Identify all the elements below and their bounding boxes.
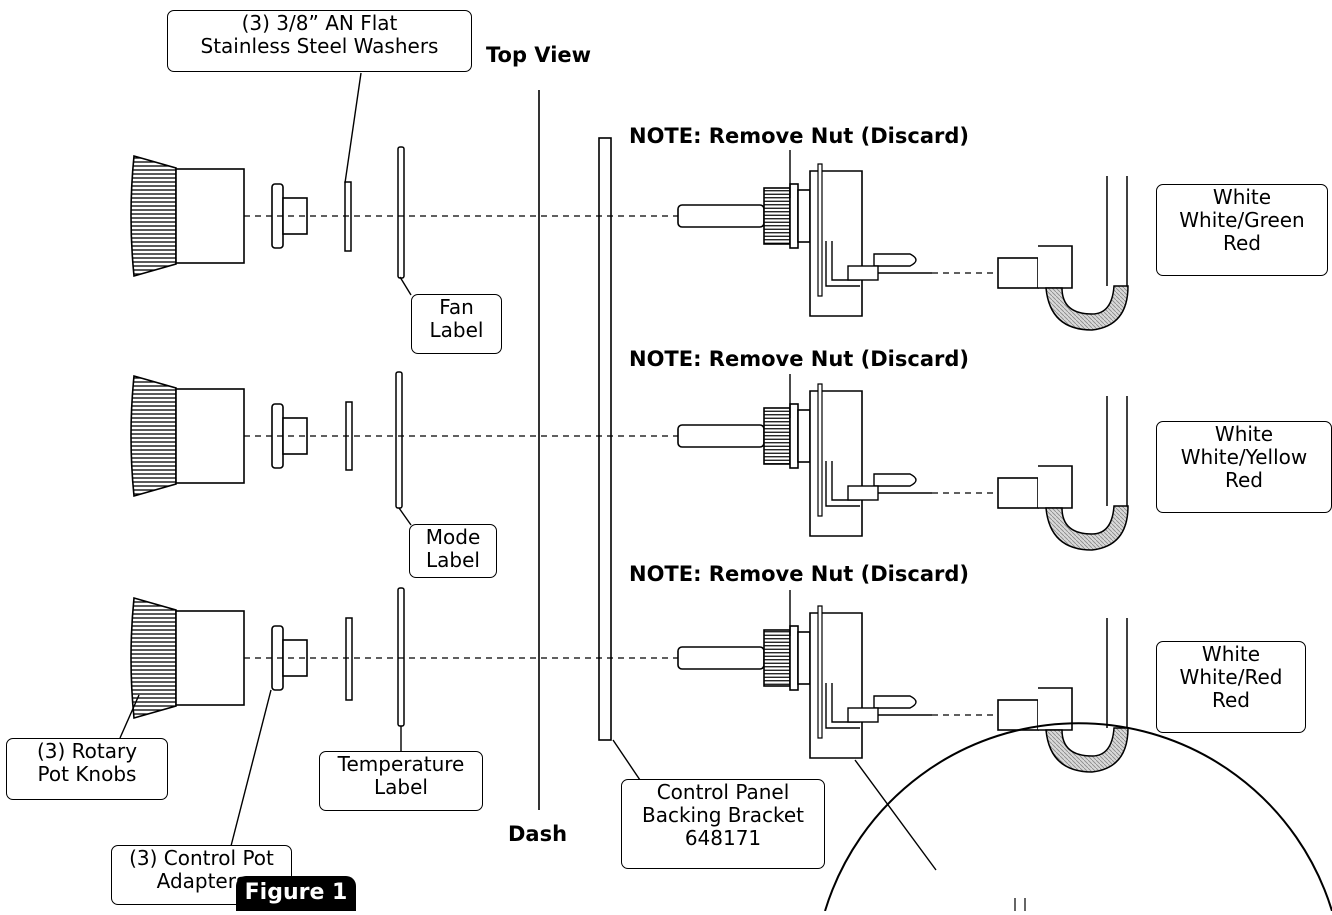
pot-frame-1 (817, 163, 823, 297)
fan-label-plate (397, 146, 405, 279)
wire-color-2-1: White (1214, 422, 1274, 446)
pot-nut-2 (789, 403, 799, 469)
bracket-callout-line-1: Control Panel (656, 780, 790, 804)
knob-assemblies (130, 146, 1129, 773)
pot-nut-3 (789, 625, 799, 691)
wire-colors-callout-2: White White/Yellow Red (1156, 421, 1332, 513)
wire-connector-1 (997, 257, 1039, 289)
bracket-callout-line-3: 648171 (684, 826, 762, 850)
rotary-knob-2 (130, 374, 177, 498)
figure-tab: Figure 1 (236, 876, 356, 911)
mode-label-line-1: Mode (425, 525, 481, 549)
rotary-knob-3 (130, 596, 177, 720)
washers-callout-line-1: (3) 3/8” AN Flat (241, 11, 398, 35)
control-panel-backing-bracket (598, 137, 612, 741)
flat-washer-3 (345, 617, 353, 701)
wire-boot-2 (1045, 505, 1129, 551)
assembly-row-2 (130, 371, 1129, 551)
assembly-row-3 (130, 587, 1129, 773)
pot-terminal-block-2 (847, 485, 879, 501)
pot-shaft-2 (677, 424, 765, 448)
knob-body-3 (175, 610, 245, 706)
pot-tab-2 (873, 473, 917, 487)
fan-label-line-2: Label (429, 318, 484, 342)
pot-bracket-3 (825, 683, 860, 729)
fan-label-line-1: Fan (439, 295, 474, 319)
assembly-row-1 (130, 146, 1129, 331)
wire-colors-callout-1: White White/Green Red (1156, 184, 1328, 276)
note-remove-nut-3: NOTE: Remove Nut (Discard) (629, 562, 969, 586)
pot-washer-3 (797, 631, 811, 685)
pot-frame-2 (817, 383, 823, 517)
wire-connector-2 (997, 477, 1039, 509)
washers-callout: (3) 3/8” AN Flat Stainless Steel Washers (167, 10, 472, 72)
mode-label-callout: Mode Label (409, 524, 497, 578)
wire-color-2-3: Red (1225, 468, 1263, 492)
fan-label-callout: Fan Label (411, 294, 502, 354)
pot-washer-2 (797, 409, 811, 463)
knob-body-1 (175, 168, 245, 264)
bracket-callout-line-2: Backing Bracket (641, 803, 805, 827)
temperature-label-line-1: Temperature (337, 752, 465, 776)
wire-color-1-2: White/Green (1179, 208, 1305, 232)
wire-color-3-2: White/Red (1179, 665, 1283, 689)
pot-terminal-block-3 (847, 707, 879, 723)
temperature-label-callout: Temperature Label (319, 751, 483, 811)
wire-color-3-3: Red (1212, 688, 1250, 712)
wire-color-1-3: Red (1223, 231, 1261, 255)
leader-lines (119, 72, 937, 871)
wire-connector-3 (997, 699, 1039, 731)
knobs-callout-line-2: Pot Knobs (37, 762, 137, 786)
adapters-callout-line-2: Adapters (156, 869, 247, 893)
pot-nut-1 (789, 183, 799, 249)
pot-threaded-bushing-3 (763, 629, 791, 687)
pot-washer-1 (797, 189, 811, 243)
pot-tab-1 (873, 253, 917, 267)
top-view-title: Top View (486, 43, 592, 67)
pot-frame-3 (817, 605, 823, 739)
wire-color-2-2: White/Yellow (1180, 445, 1308, 469)
rotary-knob-1 (130, 154, 177, 278)
dash-label: Dash (508, 822, 568, 846)
washers-callout-line-2: Stainless Steel Washers (200, 34, 439, 58)
pot-terminal-block-1 (847, 265, 879, 281)
temperature-label-plate (397, 587, 405, 727)
pot-bracket-1 (825, 241, 860, 287)
wire-color-1-1: White (1212, 185, 1272, 209)
wire-connector-housing-1 (1038, 245, 1073, 289)
mode-label-line-2: Label (426, 548, 480, 572)
knobs-callout-line-1: (3) Rotary (36, 739, 138, 763)
detail-magnifier-circle (824, 722, 1332, 912)
knobs-callout: (3) Rotary Pot Knobs (6, 738, 168, 800)
pot-shaft-3 (677, 646, 765, 670)
pot-shaft-1 (677, 204, 765, 228)
mode-label-plate (395, 371, 403, 509)
pot-tab-3 (873, 695, 917, 709)
pot-threaded-bushing-1 (763, 187, 791, 245)
wire-color-3-1: White (1201, 642, 1261, 666)
wire-boot-3 (1045, 727, 1129, 773)
knob-body-2 (175, 388, 245, 484)
pot-bracket-2 (825, 461, 860, 507)
wire-boot-1 (1045, 285, 1129, 331)
note-remove-nut-1: NOTE: Remove Nut (Discard) (629, 124, 969, 148)
pot-threaded-bushing-2 (763, 407, 791, 465)
temperature-label-line-2: Label (374, 775, 428, 799)
wire-colors-callout-3: White White/Red Red (1156, 641, 1306, 733)
wire-connector-housing-2 (1038, 465, 1073, 509)
bracket-callout: Control Panel Backing Bracket 648171 (621, 779, 825, 869)
adapters-callout-line-1: (3) Control Pot (129, 846, 274, 870)
note-remove-nut-2: NOTE: Remove Nut (Discard) (629, 347, 969, 371)
